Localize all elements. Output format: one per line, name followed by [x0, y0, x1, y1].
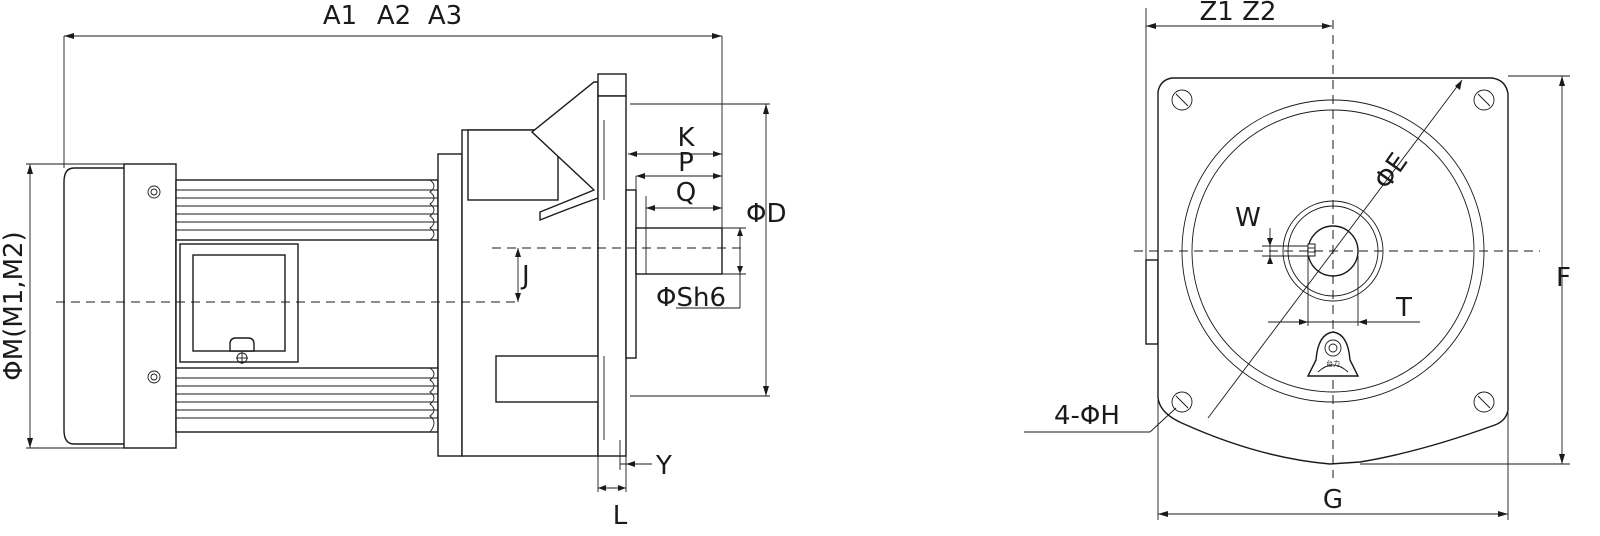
label-a1: A1 [323, 1, 357, 31]
dimension-f [1360, 75, 1570, 465]
label-k: K [677, 123, 695, 153]
bolt-holes [1171, 89, 1495, 413]
label-q: Q [676, 178, 696, 208]
dimension-w [1262, 228, 1308, 264]
label-f: F [1556, 263, 1571, 293]
label-m: ΦM(M1,M2) [0, 231, 29, 380]
dimension-t [1268, 256, 1420, 326]
fan-cover [63, 163, 177, 449]
dimension-y-l [597, 440, 652, 492]
dimension-a [63, 33, 723, 248]
label-p: P [678, 148, 694, 178]
dimension-sh6 [676, 227, 746, 309]
terminal-box [179, 243, 299, 364]
dimension-d [630, 103, 770, 397]
front-view: Z1 Z2 [1024, 0, 1571, 520]
gearbox [437, 73, 637, 457]
output-shaft [635, 227, 723, 275]
leader-h [1024, 407, 1177, 433]
dimension-m [26, 163, 124, 449]
label-l: L [613, 501, 628, 531]
label-d: ΦD [746, 199, 787, 229]
dimension-g [1157, 400, 1509, 520]
label-sh6: ΦSh6 [656, 283, 726, 313]
side-view: A1 A2 A3 ΦM(M1,M2) [0, 1, 787, 531]
label-t: T [1395, 293, 1412, 323]
label-z: Z1 Z2 [1200, 0, 1277, 27]
label-j: J [520, 261, 530, 291]
label-h: 4-ΦH [1054, 401, 1120, 431]
brand-logo: 台力 [1306, 331, 1360, 377]
logo-text: 台力 [1326, 359, 1340, 368]
dimension-j [515, 248, 521, 302]
label-g: G [1323, 485, 1343, 515]
label-y: Y [655, 451, 672, 481]
cooling-fins-top [176, 189, 438, 231]
dimension-e [1207, 79, 1463, 419]
cooling-fins-bottom [176, 377, 438, 419]
label-w: W [1235, 203, 1261, 233]
dimension-kpq [628, 151, 722, 228]
label-a2: A2 [377, 1, 411, 31]
label-a3: A3 [428, 1, 462, 31]
